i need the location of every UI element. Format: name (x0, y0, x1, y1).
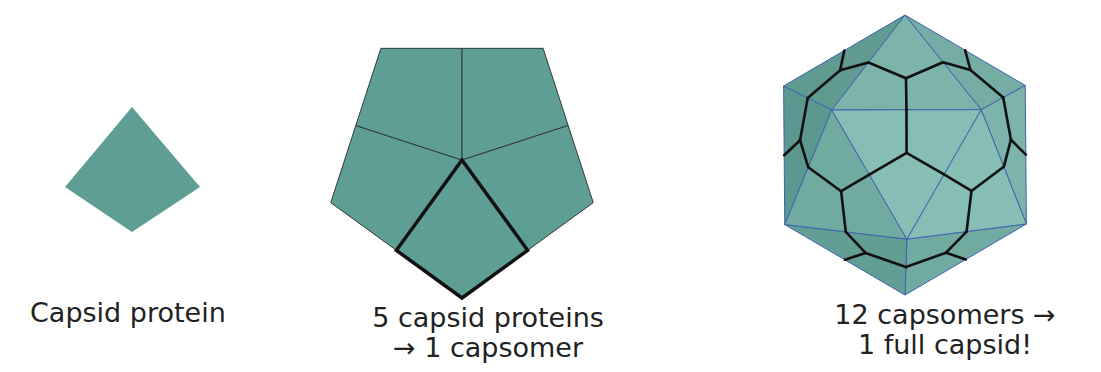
capsid-protein-kite (396, 160, 527, 298)
capsomer-border (784, 140, 800, 155)
capsomer-border (841, 175, 869, 192)
capsomer-border (943, 62, 970, 70)
capsomer-border (840, 51, 844, 71)
capsomer-border (965, 50, 970, 70)
capsomer-border (1011, 140, 1026, 155)
capsid-protein-kite (356, 48, 462, 160)
caption-label: 12 capsomers → 1 full capsid! (832, 300, 1058, 359)
capsomer-border (846, 232, 866, 253)
icosahedron-face (832, 15, 981, 110)
capsomer-border (906, 253, 946, 267)
capsomer-border (905, 110, 908, 153)
capsomer-border (868, 62, 906, 78)
capsomer-border (971, 167, 1003, 191)
capsid-protein-shape (65, 107, 200, 232)
capsomer-border (840, 62, 868, 70)
capsomer-border (800, 140, 808, 167)
capsomer-border (869, 153, 906, 175)
capsomer-border (967, 191, 972, 232)
capsomer-border (970, 70, 1003, 98)
capsomer-border (1004, 140, 1011, 167)
caption-label: 5 capsid proteins → 1 capsomer (370, 303, 606, 362)
capsomer-border (946, 253, 966, 260)
capsomer-shape (331, 48, 593, 298)
capsomer-border (841, 191, 846, 232)
capsomer-border (1003, 98, 1011, 140)
capsid-protein-kite (65, 107, 200, 232)
capsomer-border (907, 153, 944, 174)
icosahedron-face (832, 110, 981, 240)
capsomer-border (906, 62, 943, 78)
capsomer-border (905, 78, 908, 110)
capsomer-border (800, 98, 808, 140)
capsomer-border (845, 253, 866, 260)
capsomer-border (944, 174, 971, 191)
capsid-shape (784, 15, 1027, 295)
capsomer-border (808, 70, 840, 98)
capsomer-border (946, 232, 967, 253)
capsomer-border (866, 253, 906, 267)
capsomer-border (808, 167, 841, 191)
caption-label: Capsid protein (30, 298, 226, 328)
